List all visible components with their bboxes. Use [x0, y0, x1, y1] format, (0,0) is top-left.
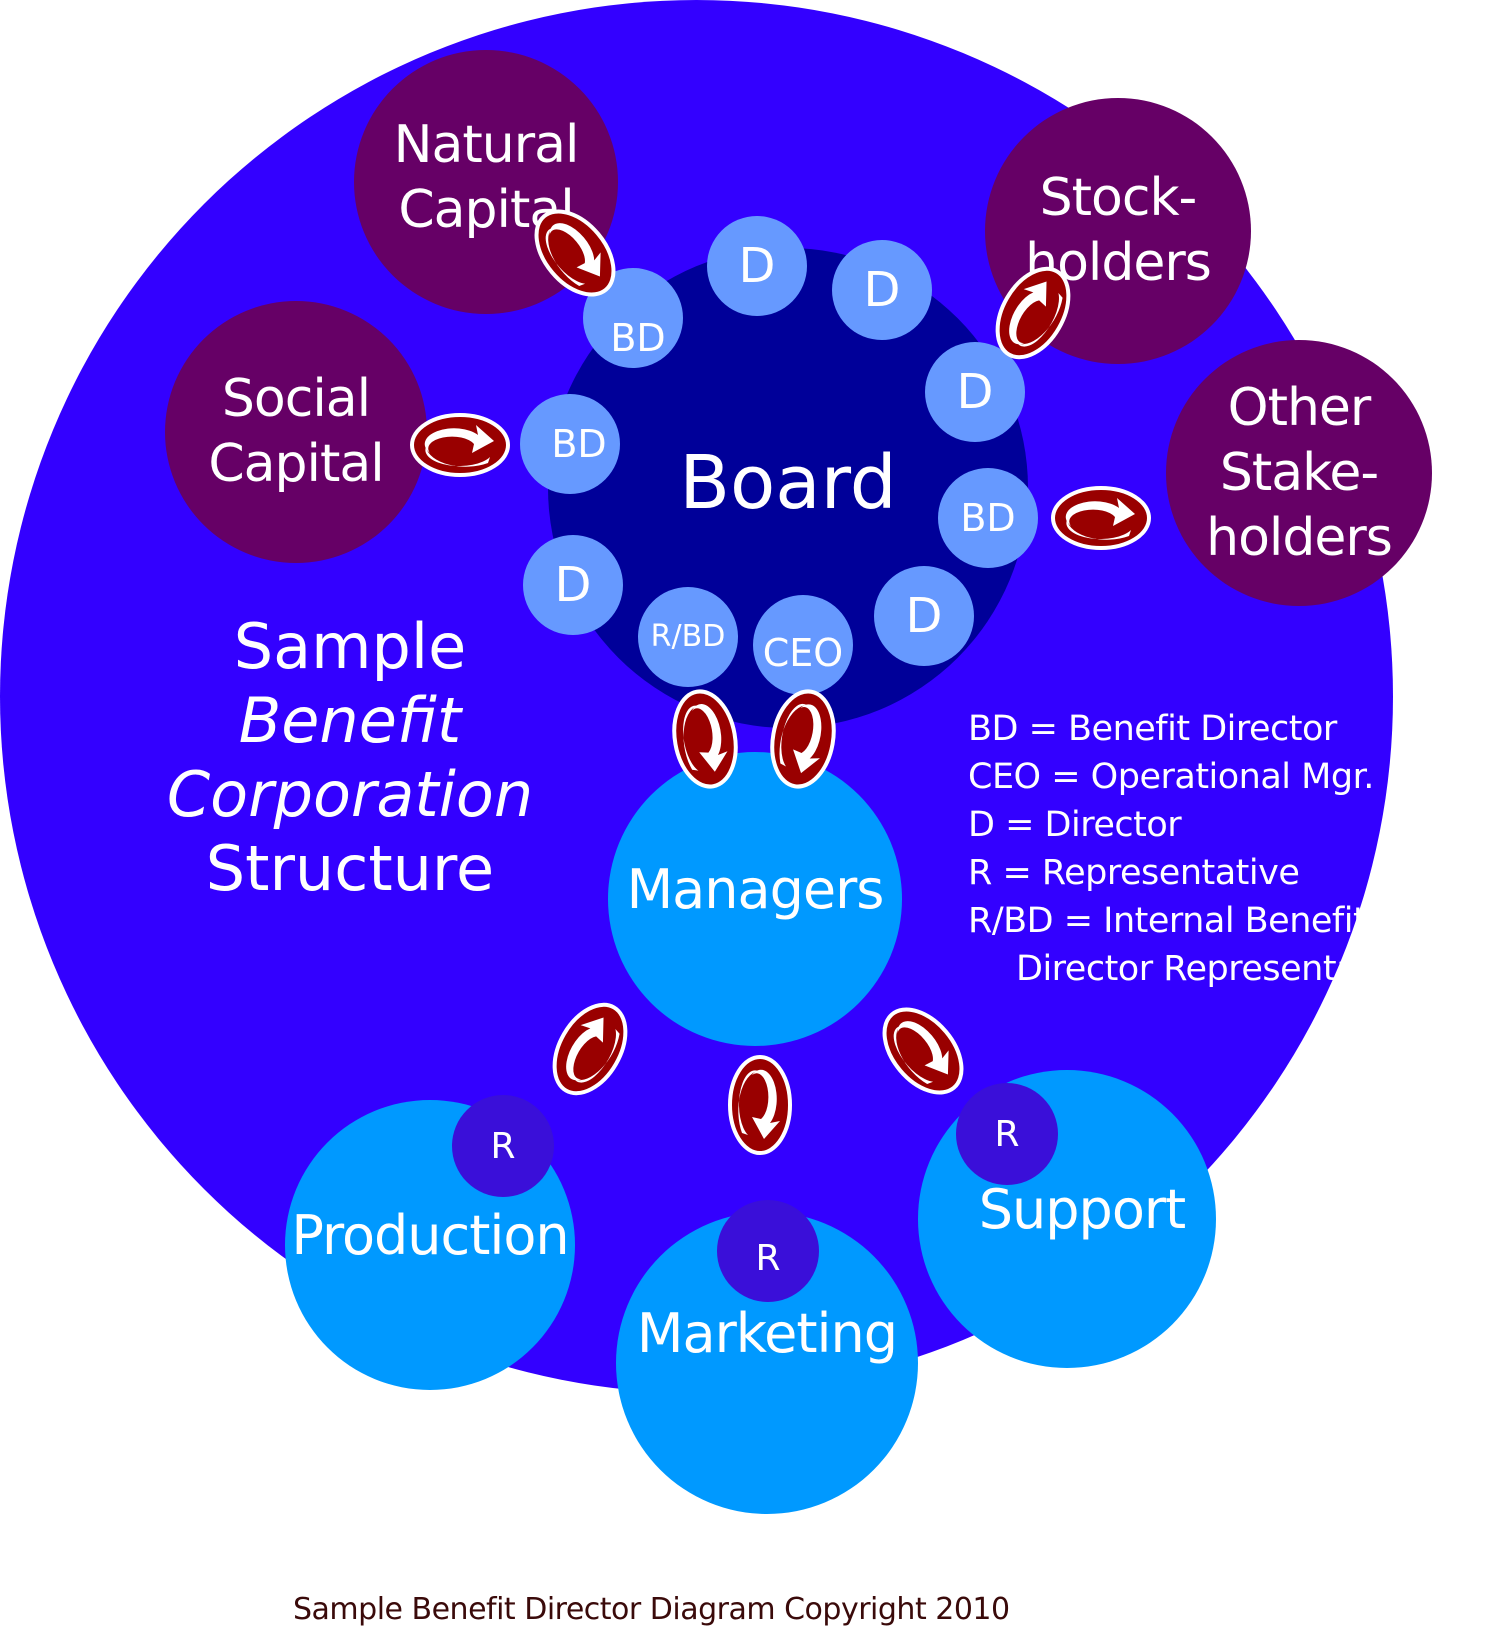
- legend-item: R = Representative: [968, 853, 1300, 893]
- board-member-d: D: [925, 342, 1025, 442]
- representative-support: R: [956, 1083, 1058, 1185]
- legend-item: D = Director: [968, 805, 1182, 845]
- board-member-d: D: [523, 535, 623, 635]
- legend-item: CEO = Operational Mgr.: [968, 757, 1374, 797]
- board-member-d: D: [707, 216, 807, 316]
- department-production: Production: [285, 1100, 575, 1390]
- representative-production: R: [452, 1095, 554, 1197]
- legend-item: R/BD = Internal Benefit: [968, 901, 1367, 941]
- board-member-d: D: [874, 566, 974, 666]
- cycle-arrows-icon: [981, 258, 1085, 368]
- cycle-arrows-icon: [763, 684, 843, 794]
- representative-marketing: R: [717, 1200, 819, 1302]
- copyright-footer: Sample Benefit Director Diagram Copyrigh…: [293, 1592, 1010, 1627]
- diagram-title: Sample Benefit Corporation Structure: [166, 610, 534, 905]
- cycle-arrows-icon: [410, 413, 510, 477]
- board-member-bd: BD: [583, 268, 683, 368]
- board-member-bd: BD: [938, 468, 1038, 568]
- cycle-arrows-icon: [868, 996, 978, 1106]
- board-member-ceo: CEO: [753, 595, 853, 695]
- cycle-arrows-icon: [728, 1055, 792, 1155]
- cycle-arrows-icon: [1051, 486, 1151, 550]
- managers-circle: Managers: [608, 752, 902, 1046]
- board-member-d: D: [832, 240, 932, 340]
- board-member-bd: BD: [520, 394, 620, 494]
- cycle-arrows-icon: [665, 684, 745, 794]
- board-label: Board: [679, 440, 897, 526]
- cycle-arrows-icon: [538, 994, 642, 1104]
- cycle-arrows-icon: [520, 198, 630, 308]
- legend-item: BD = Benefit Director: [968, 709, 1337, 749]
- board-member-rbd: R/BD: [638, 587, 738, 687]
- legend: BD = Benefit Director CEO = Operational …: [968, 705, 1421, 993]
- legend-item: Director Representative: [1016, 949, 1421, 989]
